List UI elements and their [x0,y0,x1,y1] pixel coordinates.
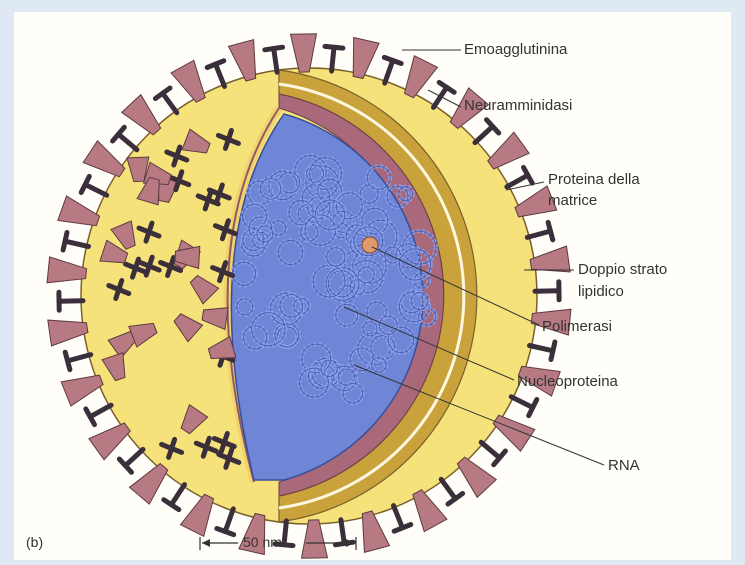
neuraminidase-stalk [171,485,184,505]
neuraminidase-head [65,352,70,369]
scale-bar-label: 50 nm [243,534,282,550]
neuraminidase-head [63,233,67,251]
neuraminidase-stalk [530,346,553,351]
hemagglutinin-spike [362,511,389,552]
neuraminidase-stalk [441,479,455,498]
hemagglutinin-spike [530,246,570,272]
neuraminidase-head [384,57,401,63]
polymerase-dot [362,237,378,253]
hemagglutinin-spike [171,60,205,102]
label-nucleoproteina: Nucleoproteina [517,372,618,392]
neuraminidase-stalk [341,520,344,544]
hemagglutinin-spike [89,423,130,460]
hemagglutinin-spike [488,132,529,169]
hemagglutinin-spike [61,375,103,406]
neuraminidase-stalk [511,397,532,408]
neuraminidase-stalk [68,355,91,361]
neuraminidase-stalk [475,126,493,142]
hemagglutinin-spike [493,415,535,451]
neuraminidase-stalk [274,49,277,73]
neuraminidase-stalk [394,506,403,528]
hemagglutinin-spike [181,494,214,536]
hemagglutinin-spike [302,520,328,558]
neuraminidase-stalk [65,241,88,246]
neuraminidase-head [551,342,555,360]
hemagglutinin-spike [413,490,447,532]
neuraminidase-head [325,46,343,48]
scale-bar-left-arrow [202,539,210,547]
hemagglutinin-spike [291,34,317,72]
hemagglutinin-spike [353,38,379,79]
neuraminidase-head [207,61,224,68]
figure-tag: (b) [26,534,43,550]
neuraminidase-stalk [332,47,334,71]
neuraminidase-stalk [119,134,137,150]
label-doppio-strato-1: Doppio strato [578,260,667,280]
label-polimerasi: Polimerasi [542,317,612,337]
hemagglutinin-spike [83,141,125,177]
figure-canvas: Emoagglutinina Neuramminidasi Proteina d… [14,12,731,560]
hemagglutinin-spike [58,196,100,226]
neuraminidase-stalk [434,87,447,107]
neuraminidase-stalk [527,231,550,237]
neuraminidase-head [548,222,553,239]
neuraminidase-stalk [284,521,286,545]
neuraminidase-stalk [481,442,499,458]
label-neuramminidasi: Neuramminidasi [464,96,572,116]
neuraminidase-stalk [216,64,225,86]
neuraminidase-stalk [507,175,528,187]
neuraminidase-head [394,525,411,532]
hemagglutinin-spike [405,56,438,98]
neuraminidase-stalk [535,291,559,292]
neuraminidase-stalk [125,449,143,465]
neuraminidase-stalk [59,301,83,302]
neuraminidase-stalk [225,509,233,532]
neuraminidase-stalk [163,93,177,112]
label-proteina-matrice-1: Proteina della [548,170,640,190]
label-proteina-matrice-2: matrice [548,191,597,211]
neuraminidase-stalk [85,185,106,196]
label-doppio-strato-2: lipidico [578,282,624,302]
label-emoagglutinina: Emoagglutinina [464,40,567,60]
hemagglutinin-spike [48,320,88,346]
label-rna: RNA [608,456,640,476]
neuraminidase-head [217,529,234,535]
hemagglutinin-spike [229,40,256,81]
neuraminidase-head [265,47,283,50]
neuraminidase-stalk [90,405,111,417]
neuraminidase-stalk [385,61,393,84]
hemagglutinin-spike [47,257,87,283]
